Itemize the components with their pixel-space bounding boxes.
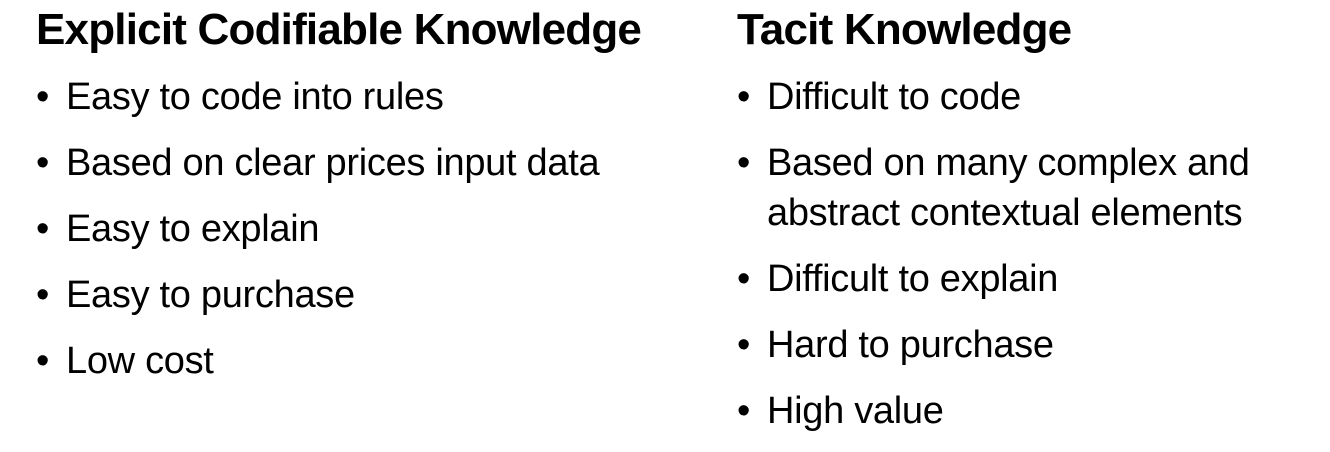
bullet-icon: • [737, 324, 751, 366]
list-item: • Easy to code into rules [36, 72, 716, 122]
bullet-icon: • [36, 274, 50, 316]
list-item-text: Difficult to code [767, 76, 1021, 118]
list-item: • Hard to purchase [737, 320, 1327, 370]
bullet-icon: • [36, 76, 50, 118]
list-item-text: Easy to purchase [66, 274, 355, 316]
explicit-knowledge-list: • Easy to code into rules • Based on cle… [36, 72, 716, 402]
bullet-icon: • [36, 340, 50, 382]
bullet-icon: • [737, 142, 751, 184]
tacit-knowledge-list: • Difficult to code • Based on many comp… [737, 72, 1327, 452]
tacit-knowledge-heading: Tacit Knowledge [737, 5, 1072, 54]
list-item: • Based on clear prices input data [36, 138, 716, 188]
list-item: • Easy to explain [36, 204, 716, 254]
list-item-text: Easy to explain [66, 208, 320, 250]
list-item-text: Based on clear prices input data [66, 142, 600, 184]
list-item-text: Based on many complex and abstract conte… [767, 142, 1250, 234]
bullet-icon: • [737, 76, 751, 118]
bullet-icon: • [737, 390, 751, 432]
bullet-icon: • [737, 258, 751, 300]
list-item-text: Difficult to explain [767, 258, 1059, 300]
list-item: • Based on many complex and abstract con… [737, 138, 1327, 238]
list-item-text: Easy to code into rules [66, 76, 444, 118]
bullet-icon: • [36, 142, 50, 184]
bullet-icon: • [36, 208, 50, 250]
list-item: • Difficult to code [737, 72, 1327, 122]
list-item: • Low cost [36, 336, 716, 386]
list-item-text: Low cost [66, 340, 214, 382]
list-item-text: High value [767, 390, 944, 432]
explicit-knowledge-heading: Explicit Codifiable Knowledge [36, 5, 642, 54]
list-item-text: Hard to purchase [767, 324, 1054, 366]
list-item: • High value [737, 386, 1327, 436]
list-item: • Difficult to explain [737, 254, 1327, 304]
list-item: • Easy to purchase [36, 270, 716, 320]
